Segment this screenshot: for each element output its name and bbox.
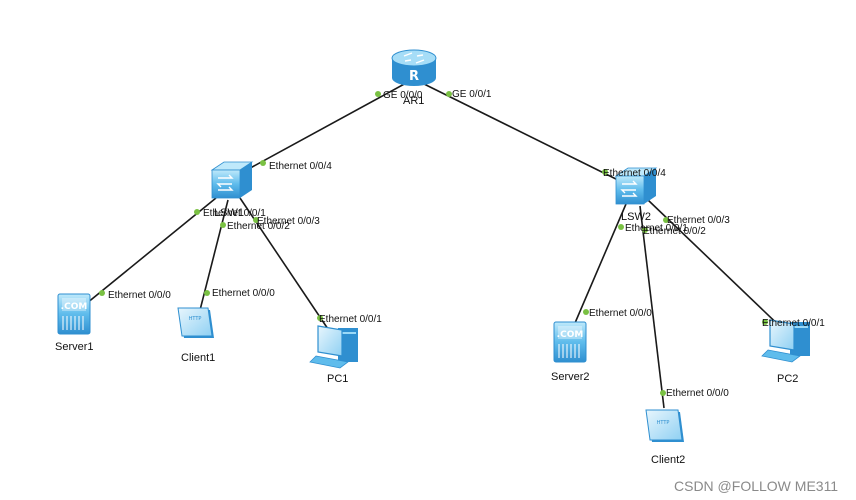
port-label-client2-e000: Ethernet 0/0/0 xyxy=(666,388,729,399)
svg-text:.COM: .COM xyxy=(61,302,88,312)
device-label-client2: Client2 xyxy=(651,454,685,466)
port-dot-lsw2-e001 xyxy=(618,224,624,230)
svg-text:HTTP: HTTP xyxy=(189,316,202,322)
switch-lsw1[interactable]: LSW1 xyxy=(210,161,254,219)
device-label-pc1: PC1 xyxy=(327,373,348,385)
router-icon: R xyxy=(391,49,437,86)
switch-icon xyxy=(614,167,658,205)
port-label-lsw2-e004: Ethernet 0/0/4 xyxy=(603,168,666,179)
device-label-server2: Server2 xyxy=(551,371,590,383)
server-icon: .COM xyxy=(553,321,587,363)
client-client2[interactable]: HTTP Client2 xyxy=(645,409,685,466)
device-label-server1: Server1 xyxy=(55,341,94,353)
port-label-lsw2-e001: Ethernet 0/0/1 xyxy=(625,223,688,234)
link-lsw1-client1 xyxy=(197,199,229,319)
svg-text:R: R xyxy=(409,69,419,84)
port-dot-server2-e000 xyxy=(583,309,589,315)
server-icon: .COM xyxy=(57,293,91,335)
port-dot-server1-e000 xyxy=(99,290,105,296)
device-label-pc2: PC2 xyxy=(777,373,798,385)
client-icon: HTTP xyxy=(645,409,684,442)
switch-lsw2[interactable]: LSW2 xyxy=(614,167,658,223)
port-dot-lsw1-e002 xyxy=(220,222,226,228)
port-dot-lsw2-e002 xyxy=(642,227,648,233)
port-label-lsw1-e004: Ethernet 0/0/4 xyxy=(269,161,332,172)
pc-icon xyxy=(761,319,810,363)
port-dot-lsw1-e004 xyxy=(260,160,266,166)
port-label-client1-e000: Ethernet 0/0/0 xyxy=(212,288,275,299)
port-label-lsw2-e002: Ethernet 0/0/2 xyxy=(643,226,706,237)
device-label-lsw1: LSW1 xyxy=(214,207,244,219)
port-label-lsw1-e002: Ethernet 0/0/2 xyxy=(227,221,290,232)
port-dot-lsw2-e003 xyxy=(663,217,669,223)
port-label-ar1-ge000: GE 0/0/0 xyxy=(383,90,423,101)
port-dot-client1-e000 xyxy=(204,290,210,296)
port-dot-lsw1-e001 xyxy=(194,209,200,215)
port-label-pc1-e001: Ethernet 0/0/1 xyxy=(319,314,382,325)
link-lsw2-server2 xyxy=(571,203,627,331)
router-ar1[interactable]: R AR1 xyxy=(391,49,437,107)
device-label-ar1: AR1 xyxy=(403,95,424,107)
port-label-server1-e000: Ethernet 0/0/0 xyxy=(108,290,171,301)
link-lsw2-pc2 xyxy=(647,199,791,337)
port-label-lsw1-e003: Ethernet 0/0/3 xyxy=(257,216,320,227)
watermark: CSDN @FOLLOW ME311 xyxy=(674,478,838,494)
link-ar1-lsw2 xyxy=(419,81,623,183)
port-label-ar1-ge001: GE 0/0/1 xyxy=(452,89,492,100)
device-label-client1: Client1 xyxy=(181,352,215,364)
client-client1[interactable]: HTTP Client1 xyxy=(177,307,215,364)
pc-pc2[interactable]: PC2 xyxy=(761,319,810,385)
pc-pc1[interactable]: PC1 xyxy=(309,325,358,385)
switch-icon xyxy=(210,161,254,199)
port-dot-ar1-ge000 xyxy=(375,91,381,97)
device-label-lsw2: LSW2 xyxy=(621,211,651,223)
server-server2[interactable]: .COM Server2 xyxy=(551,321,590,383)
port-dot-pc1-e001 xyxy=(317,315,323,321)
port-label-lsw1-e001: Ethernet 0/0/1 xyxy=(203,208,266,219)
svg-text:HTTP: HTTP xyxy=(657,420,670,426)
port-dot-client2-e000 xyxy=(660,390,666,396)
port-dot-ar1-ge001 xyxy=(446,91,452,97)
port-label-server2-e000: Ethernet 0/0/0 xyxy=(589,308,652,319)
pc-icon xyxy=(309,325,358,369)
link-lsw2-client2 xyxy=(639,205,665,409)
port-label-lsw2-e003: Ethernet 0/0/3 xyxy=(667,215,730,226)
client-icon: HTTP xyxy=(177,307,214,338)
svg-text:.COM: .COM xyxy=(557,330,584,340)
port-label-pc2-e001: Ethernet 0/0/1 xyxy=(762,318,825,329)
port-dot-lsw1-e003 xyxy=(253,217,259,223)
port-dot-pc2-e001 xyxy=(762,319,768,325)
port-dot-lsw2-e004 xyxy=(602,169,608,175)
server-server1[interactable]: .COM Server1 xyxy=(55,293,94,353)
